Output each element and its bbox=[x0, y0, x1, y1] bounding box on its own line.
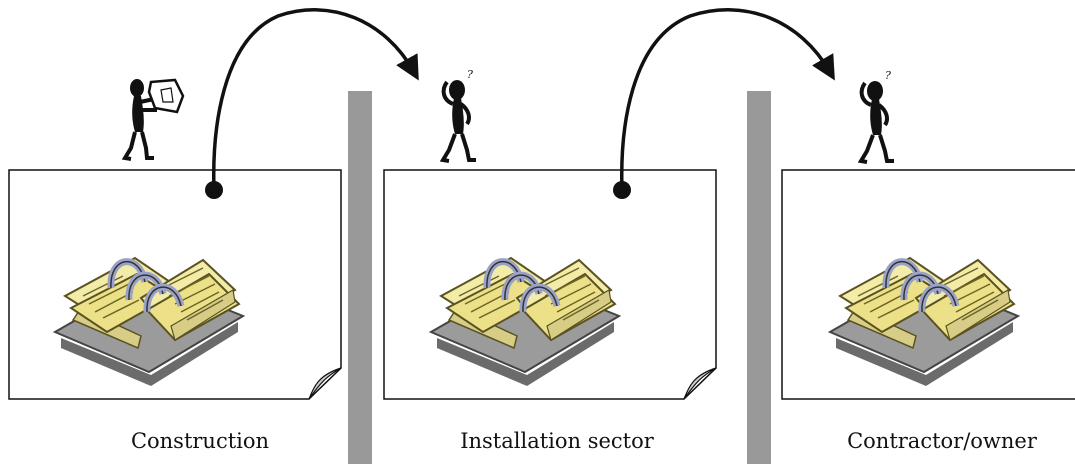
person-with-drawing-icon bbox=[121, 78, 185, 161]
divider-1 bbox=[348, 91, 372, 464]
handoff-origin-dot bbox=[613, 181, 631, 199]
stage-label-construction: Construction bbox=[130, 429, 270, 453]
handoff-arrow-2 bbox=[613, 8, 835, 199]
stage-contractor-owner bbox=[781, 67, 1075, 400]
stage-construction bbox=[8, 78, 342, 400]
thinking-person-icon bbox=[441, 66, 478, 163]
stage-label-installation-sector: Installation sector bbox=[460, 429, 654, 453]
thinking-person-icon bbox=[859, 67, 896, 164]
divider-2 bbox=[747, 91, 771, 464]
stage-installation-sector bbox=[383, 66, 717, 400]
handoff-arrow-1 bbox=[205, 8, 419, 199]
handoff-origin-dot bbox=[205, 181, 223, 199]
stage-label-contractor-owner: Contractor/owner bbox=[847, 429, 1037, 453]
